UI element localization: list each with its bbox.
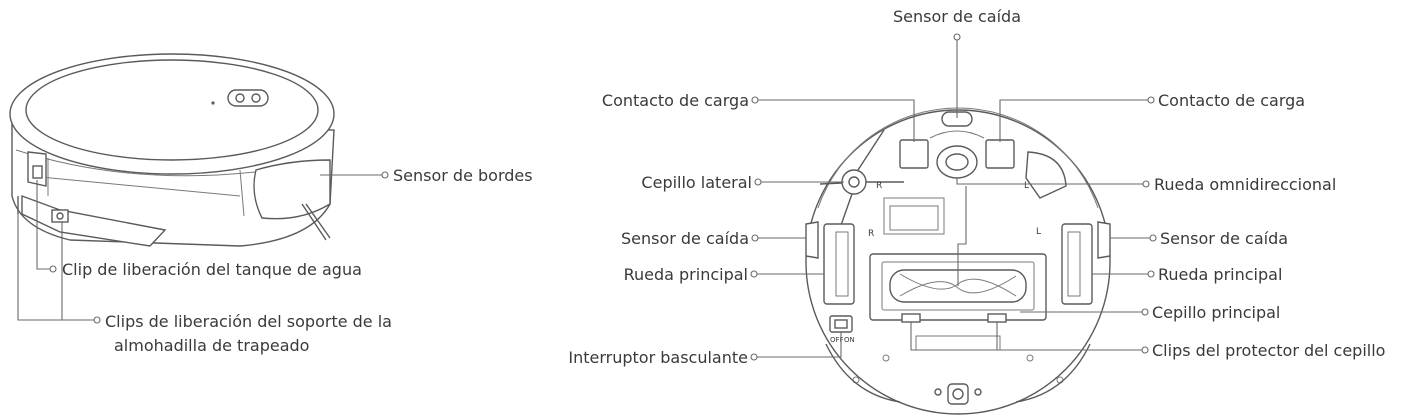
label-main-wheel-right: Rueda principal — [1158, 265, 1282, 284]
label-rocker-switch: Interruptor basculante — [568, 348, 748, 367]
wheel-mark-left-lower: L — [1036, 227, 1041, 237]
callout-lines — [17, 33, 1157, 361]
label-brush-guard-clips: Clips del protector del cepillo — [1152, 341, 1385, 360]
wheel-mark-left: L — [1024, 181, 1029, 191]
label-charging-contact-left: Contacto de carga — [602, 91, 749, 110]
label-cliff-sensor-left: Sensor de caída — [621, 229, 749, 248]
robot-perspective-view — [9, 53, 335, 247]
label-cliff-sensor-right: Sensor de caída — [1160, 229, 1288, 248]
labels: Sensor de bordes Clip de liberación del … — [62, 7, 1385, 367]
switch-mark-off: OFF — [830, 336, 844, 344]
label-edge-sensor: Sensor de bordes — [393, 166, 533, 185]
label-main-wheel-left: Rueda principal — [624, 265, 748, 284]
wheel-mark-right: R — [876, 181, 882, 191]
label-main-brush: Cepillo principal — [1152, 303, 1280, 322]
label-side-brush: Cepillo lateral — [641, 173, 752, 192]
label-charging-contact-right: Contacto de carga — [1158, 91, 1305, 110]
label-mop-holder-release-clips-line1: Clips de liberación del soporte de la — [105, 312, 392, 331]
label-omni-wheel: Rueda omnidireccional — [1154, 175, 1336, 194]
switch-mark-on: ON — [844, 336, 855, 344]
label-cliff-sensor-top: Sensor de caída — [893, 7, 1021, 26]
label-mop-holder-release-clips-line2: almohadilla de trapeado — [114, 336, 309, 355]
wheel-mark-right-lower: R — [868, 229, 874, 239]
label-water-tank-release-clip: Clip de liberación del tanque de agua — [62, 260, 362, 279]
